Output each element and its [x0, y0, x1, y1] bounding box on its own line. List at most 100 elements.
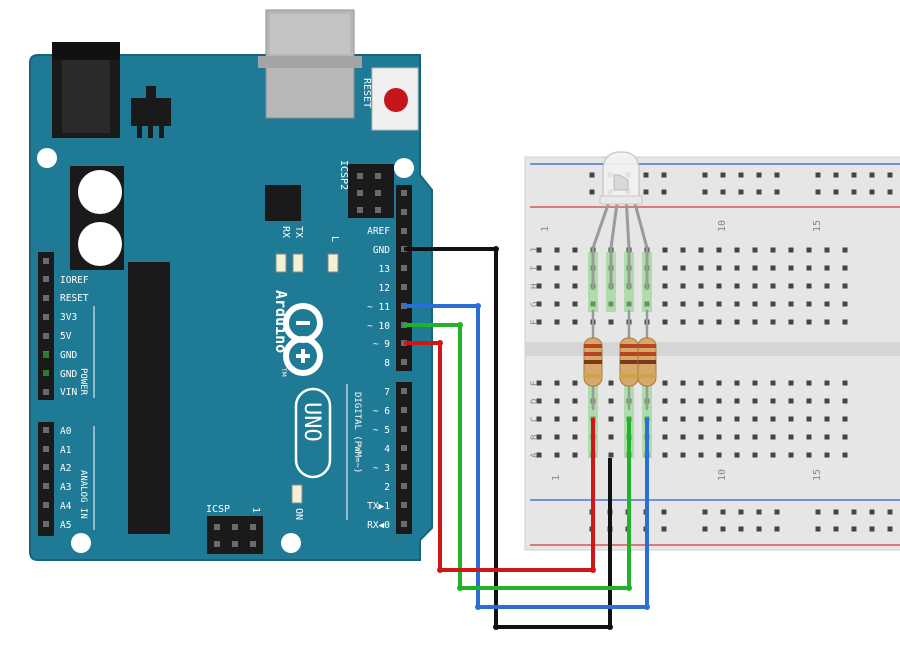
header-pin	[214, 541, 220, 547]
breadboard-hole	[608, 398, 614, 404]
breadboard-hole	[572, 416, 578, 422]
breadboard-hole	[770, 319, 776, 325]
breadboard-hole	[770, 301, 776, 307]
rail-hole	[869, 526, 875, 532]
rail-hole	[833, 172, 839, 178]
breadboard-hole	[662, 283, 668, 289]
power-pin-label: IOREF	[60, 275, 89, 286]
breadboard-hole	[536, 265, 542, 271]
breadboard-hole	[788, 398, 794, 404]
breadboard-hole	[806, 319, 812, 325]
breadboard-hole	[734, 380, 740, 386]
digital-pin-label: ~ 6	[373, 406, 390, 417]
breadboard-hole	[554, 416, 560, 422]
rail-hole	[869, 509, 875, 515]
breadboard-hole	[752, 265, 758, 271]
header-pin	[401, 426, 407, 432]
rail-hole	[738, 526, 744, 532]
rail-hole	[756, 509, 762, 515]
voltage-regulator	[131, 86, 171, 138]
header-pin	[401, 190, 407, 196]
breadboard-hole	[536, 283, 542, 289]
analog-header	[38, 422, 54, 536]
l-label: L	[329, 236, 340, 242]
header-pin	[401, 388, 407, 394]
header-pin	[43, 333, 49, 339]
rail-hole	[720, 172, 726, 178]
breadboard-hole	[662, 301, 668, 307]
breadboard-hole	[536, 380, 542, 386]
rail-hole	[643, 189, 649, 195]
rail-hole	[833, 526, 839, 532]
rail-hole	[774, 526, 780, 532]
rgb-led	[591, 151, 649, 290]
header-pin	[401, 265, 407, 271]
breadboard-hole	[698, 247, 704, 253]
digital-pin-label: 8	[384, 358, 390, 369]
resistor-green	[619, 310, 639, 410]
breadboard-hole	[554, 247, 560, 253]
rail-hole	[738, 172, 744, 178]
breadboard-hole	[662, 380, 668, 386]
breadboard-hole	[554, 301, 560, 307]
breadboard-hole	[716, 380, 722, 386]
rx-label: RX	[280, 226, 291, 238]
wires	[404, 246, 650, 630]
header-pin	[43, 389, 49, 395]
breadboard-hole	[680, 452, 686, 458]
rail-hole	[589, 172, 595, 178]
breadboard-hole	[698, 283, 704, 289]
breadboard-hole	[536, 398, 542, 404]
breadboard-hole	[698, 398, 704, 404]
rail-hole	[887, 172, 893, 178]
breadboard-hole	[716, 283, 722, 289]
breadboard-hole	[734, 265, 740, 271]
rail-hole	[720, 509, 726, 515]
row-label: G	[530, 302, 540, 307]
breadboard-hole	[662, 434, 668, 440]
breadboard-hole	[554, 452, 560, 458]
breadboard-hole	[716, 265, 722, 271]
row-label: B	[530, 435, 540, 440]
resistors	[583, 310, 657, 410]
rail-hole	[661, 526, 667, 532]
breadboard-hole	[698, 452, 704, 458]
breadboard-hole	[824, 301, 830, 307]
header-pin	[43, 446, 49, 452]
breadboard-hole	[806, 283, 812, 289]
rail-hole	[869, 172, 875, 178]
rail-hole	[833, 189, 839, 195]
breadboard-hole	[842, 265, 848, 271]
breadboard-hole	[788, 434, 794, 440]
dc-power-jack	[52, 42, 120, 138]
rail-hole	[851, 509, 857, 515]
reset-label: RESET	[361, 78, 372, 108]
rail-hole	[720, 526, 726, 532]
rail-hole	[851, 172, 857, 178]
rail-hole	[661, 189, 667, 195]
breadboard-hole	[716, 452, 722, 458]
breadboard-hole	[554, 319, 560, 325]
breadboard-hole	[842, 434, 848, 440]
breadboard-hole	[788, 301, 794, 307]
header-pin	[375, 207, 381, 213]
power-pin-label: VIN	[60, 387, 77, 398]
breadboard-hole	[680, 398, 686, 404]
icsp2-label: ICSP2	[338, 160, 349, 190]
breadboard-hole	[554, 380, 560, 386]
header-pin	[43, 427, 49, 433]
analog-pin-label: A1	[60, 445, 72, 456]
microcontroller	[128, 262, 170, 534]
breadboard-hole	[824, 265, 830, 271]
breadboard-hole	[554, 265, 560, 271]
breadboard-hole	[734, 416, 740, 422]
header-pin	[401, 483, 407, 489]
breadboard-hole	[770, 380, 776, 386]
header-pin	[43, 258, 49, 264]
rail-hole	[738, 189, 744, 195]
icsp-pin1-label: 1	[250, 507, 261, 513]
breadboard-hole	[662, 452, 668, 458]
rail-hole	[756, 189, 762, 195]
breadboard-hole	[734, 398, 740, 404]
